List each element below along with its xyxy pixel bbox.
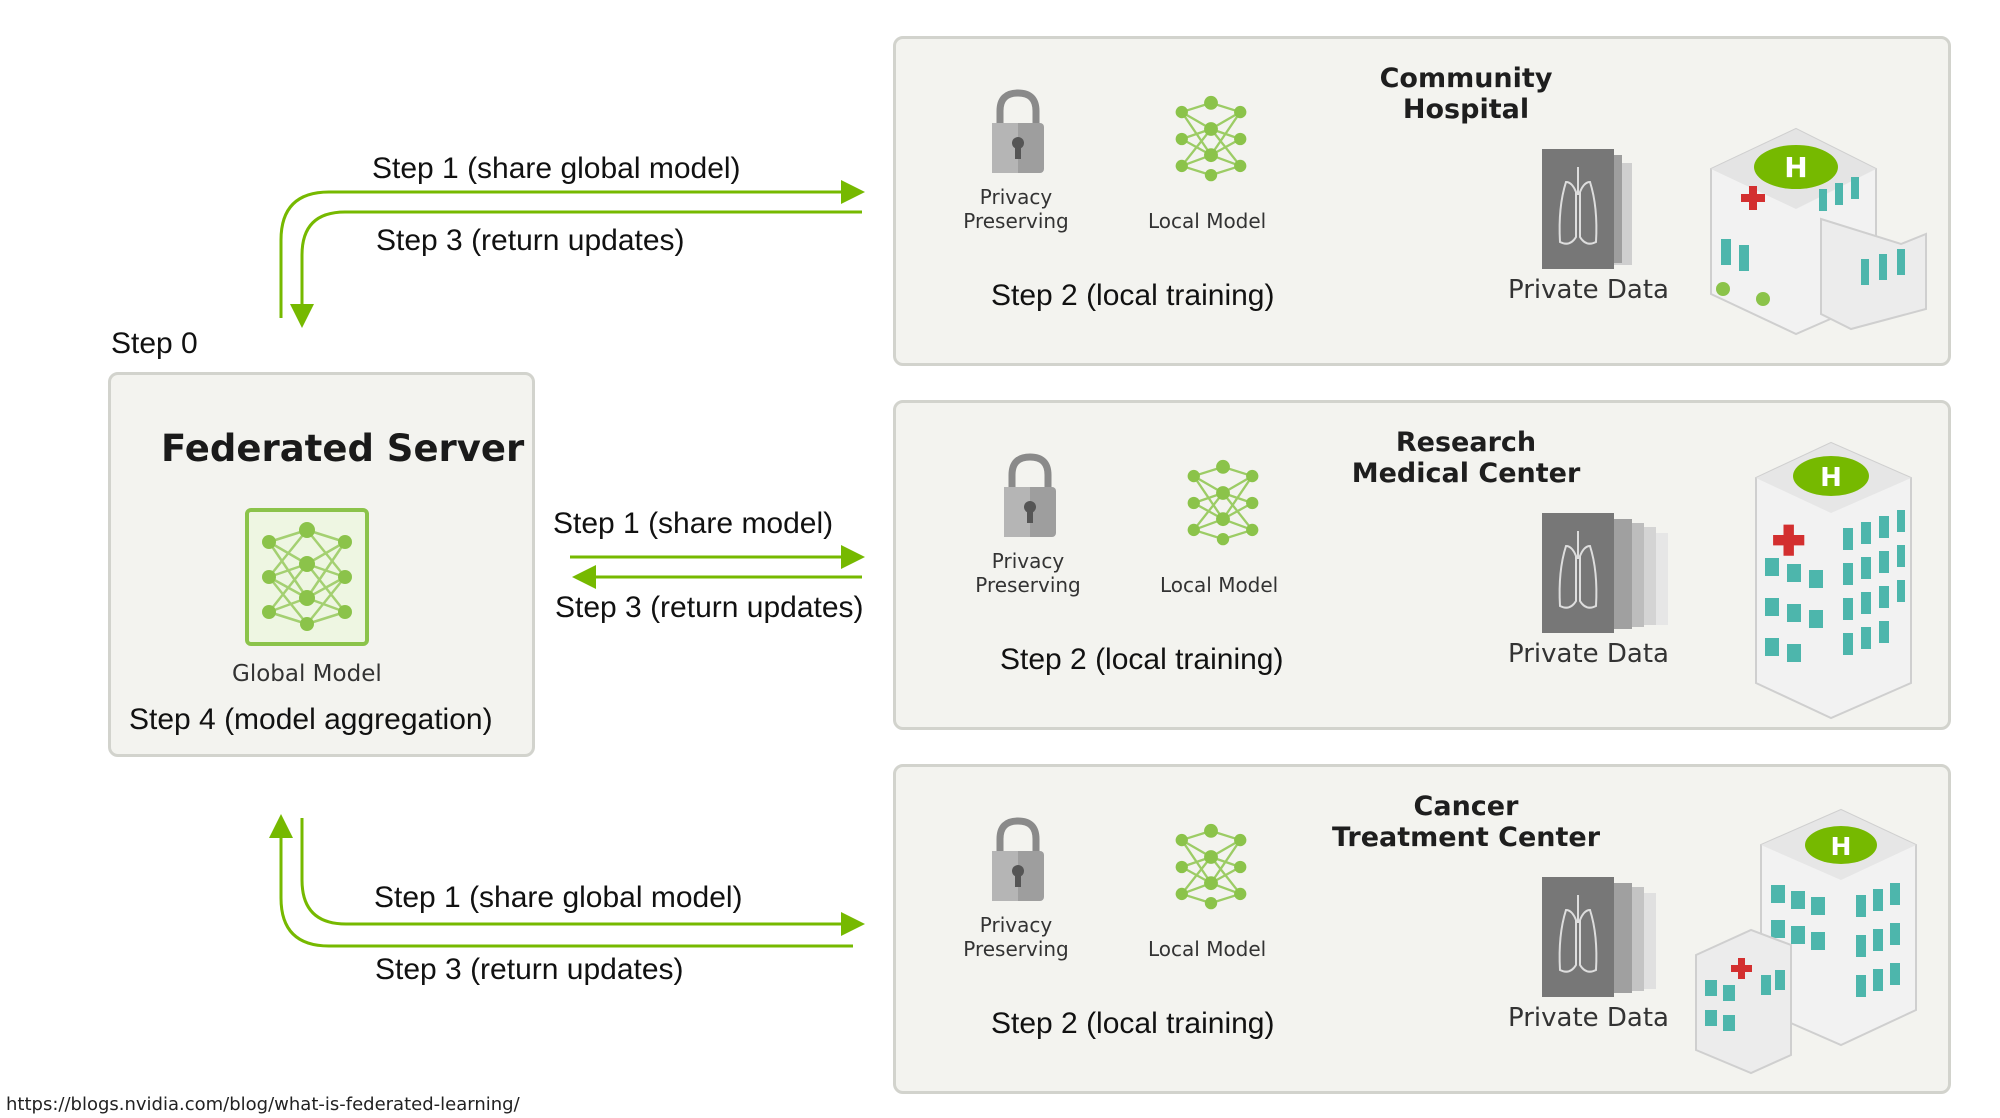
hospital-building-icon: H [1710,127,1927,336]
step0-label: Step 0 [111,327,198,360]
lock-icon [992,89,1044,173]
server-title: Federated Server [161,427,525,470]
svg-text:H: H [1831,832,1852,861]
xray-scan-icon [1542,513,1668,633]
xray-scan-icon [1542,877,1656,997]
neural-network-icon [1175,823,1247,910]
hospital-building-icon: H [1755,441,1912,720]
privacy-preserving-label: Privacy Preserving [963,913,1069,961]
neural-network-icon [1187,459,1259,546]
xray-scan-icon [1542,149,1632,269]
step2-label: Step 2 (local training) [991,279,1275,312]
step4-label: Step 4 (model aggregation) [129,703,493,736]
link1-step3-label: Step 3 (return updates) [376,224,685,257]
hospital-title: Research Medical Center [1351,427,1581,489]
client-panel-research-medical-center: Privacy Preserving Local Model Research … [893,400,1951,730]
hospital-title: Community Hospital [1379,63,1553,125]
global-model-icon [245,508,369,646]
link3-step1-label: Step 1 (share global model) [374,881,743,914]
lock-icon [992,817,1044,901]
link3-step3-label: Step 3 (return updates) [375,953,684,986]
arrow-step1-bottom [300,818,865,936]
svg-text:H: H [1784,151,1807,184]
hospital-title: Cancer Treatment Center [1331,791,1601,853]
federated-server-panel: Federated Server Global Model Step 4 (mo… [108,372,535,757]
neural-network-icon [1175,95,1247,182]
private-data-label: Private Data [1508,1003,1669,1033]
lock-icon [1004,453,1056,537]
step2-label: Step 2 (local training) [991,1007,1275,1040]
step2-label: Step 2 (local training) [1000,643,1284,676]
client-panel-community-hospital: Privacy Preserving Local Model Community… [893,36,1951,366]
arrow-step3-top [290,210,862,328]
link2-step1-label: Step 1 (share model) [553,507,834,540]
privacy-preserving-label: Privacy Preserving [963,185,1069,233]
link1-step1-label: Step 1 (share global model) [372,152,741,185]
arrow-step1-top [279,180,865,318]
private-data-label: Private Data [1508,275,1669,305]
private-data-label: Private Data [1508,639,1669,669]
neural-network-icon [262,522,352,631]
svg-text:H: H [1820,463,1842,493]
client-panel-cancer-treatment-center: Privacy Preserving Local Model Cancer Tr… [893,764,1951,1094]
arrow-step3-bottom [269,814,853,948]
local-model-label: Local Model [1160,573,1279,597]
local-model-label: Local Model [1148,209,1267,233]
source-url: https://blogs.nvidia.com/blog/what-is-fe… [6,1094,520,1115]
link2-step3-label: Step 3 (return updates) [555,591,864,624]
local-model-label: Local Model [1148,937,1267,961]
privacy-preserving-label: Privacy Preserving [975,549,1081,597]
hospital-building-icon: H [1695,808,1917,1075]
global-model-label: Global Model [232,661,382,687]
